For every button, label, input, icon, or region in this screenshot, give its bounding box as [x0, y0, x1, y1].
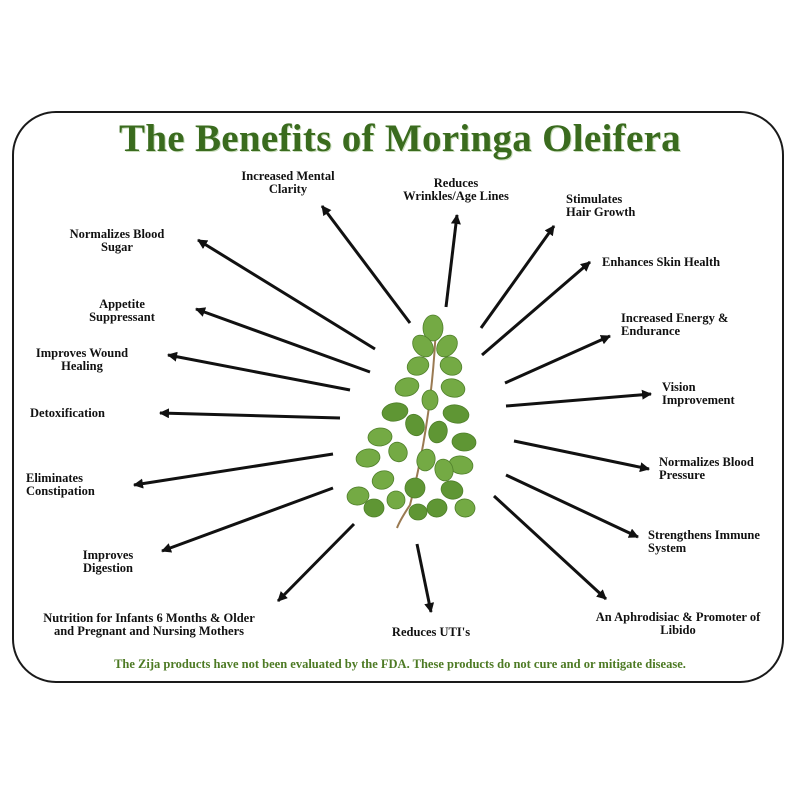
arrow-skin-health: [482, 262, 590, 355]
leaflet: [451, 432, 476, 452]
leaflet: [409, 504, 427, 520]
arrow-blood-sugar: [198, 240, 375, 349]
arrow-mental-clarity: [322, 206, 410, 323]
arrow-energy: [505, 336, 610, 383]
leaflet: [439, 376, 467, 400]
fda-disclaimer: The Zija products have not been evaluate…: [0, 657, 800, 672]
benefit-reduces-uti: Reduces UTI's: [392, 626, 470, 639]
arrow-constipation: [134, 454, 333, 485]
benefit-detoxification: Detoxification: [30, 407, 105, 420]
arrow-blood-pressure: [514, 441, 649, 469]
arrow-immune: [506, 475, 638, 537]
benefit-energy-endurance: Increased Energy &Endurance: [621, 312, 728, 338]
leaflet: [370, 468, 397, 492]
leaflet: [403, 476, 426, 499]
arrow-infants: [278, 524, 354, 601]
leaflet: [426, 497, 449, 518]
leaflet: [439, 478, 465, 501]
leaflet: [393, 375, 421, 399]
leaflet: [367, 427, 392, 447]
leaflet: [355, 447, 382, 469]
arrow-wound-healing: [168, 355, 350, 390]
leaflet: [422, 390, 438, 410]
arrow-aphrodisiac: [494, 496, 606, 599]
moringa-leaf-icon: [346, 315, 477, 528]
arrow-detox: [160, 413, 340, 418]
arrow-appetite: [196, 309, 370, 372]
leaflet: [442, 403, 471, 425]
arrow-digestion: [162, 488, 333, 551]
benefit-skin-health: Enhances Skin Health: [602, 256, 720, 269]
arrow-uti: [417, 544, 431, 612]
leaflet: [364, 499, 384, 517]
leaflet: [454, 497, 477, 518]
arrow-hair-growth: [481, 226, 554, 328]
arrow-vision: [506, 394, 651, 406]
arrow-wrinkles: [446, 215, 457, 307]
leaflet: [387, 491, 405, 509]
leaflet: [381, 401, 410, 423]
leaflet: [405, 354, 432, 378]
leaflet: [426, 419, 450, 446]
leaflet: [438, 354, 465, 378]
